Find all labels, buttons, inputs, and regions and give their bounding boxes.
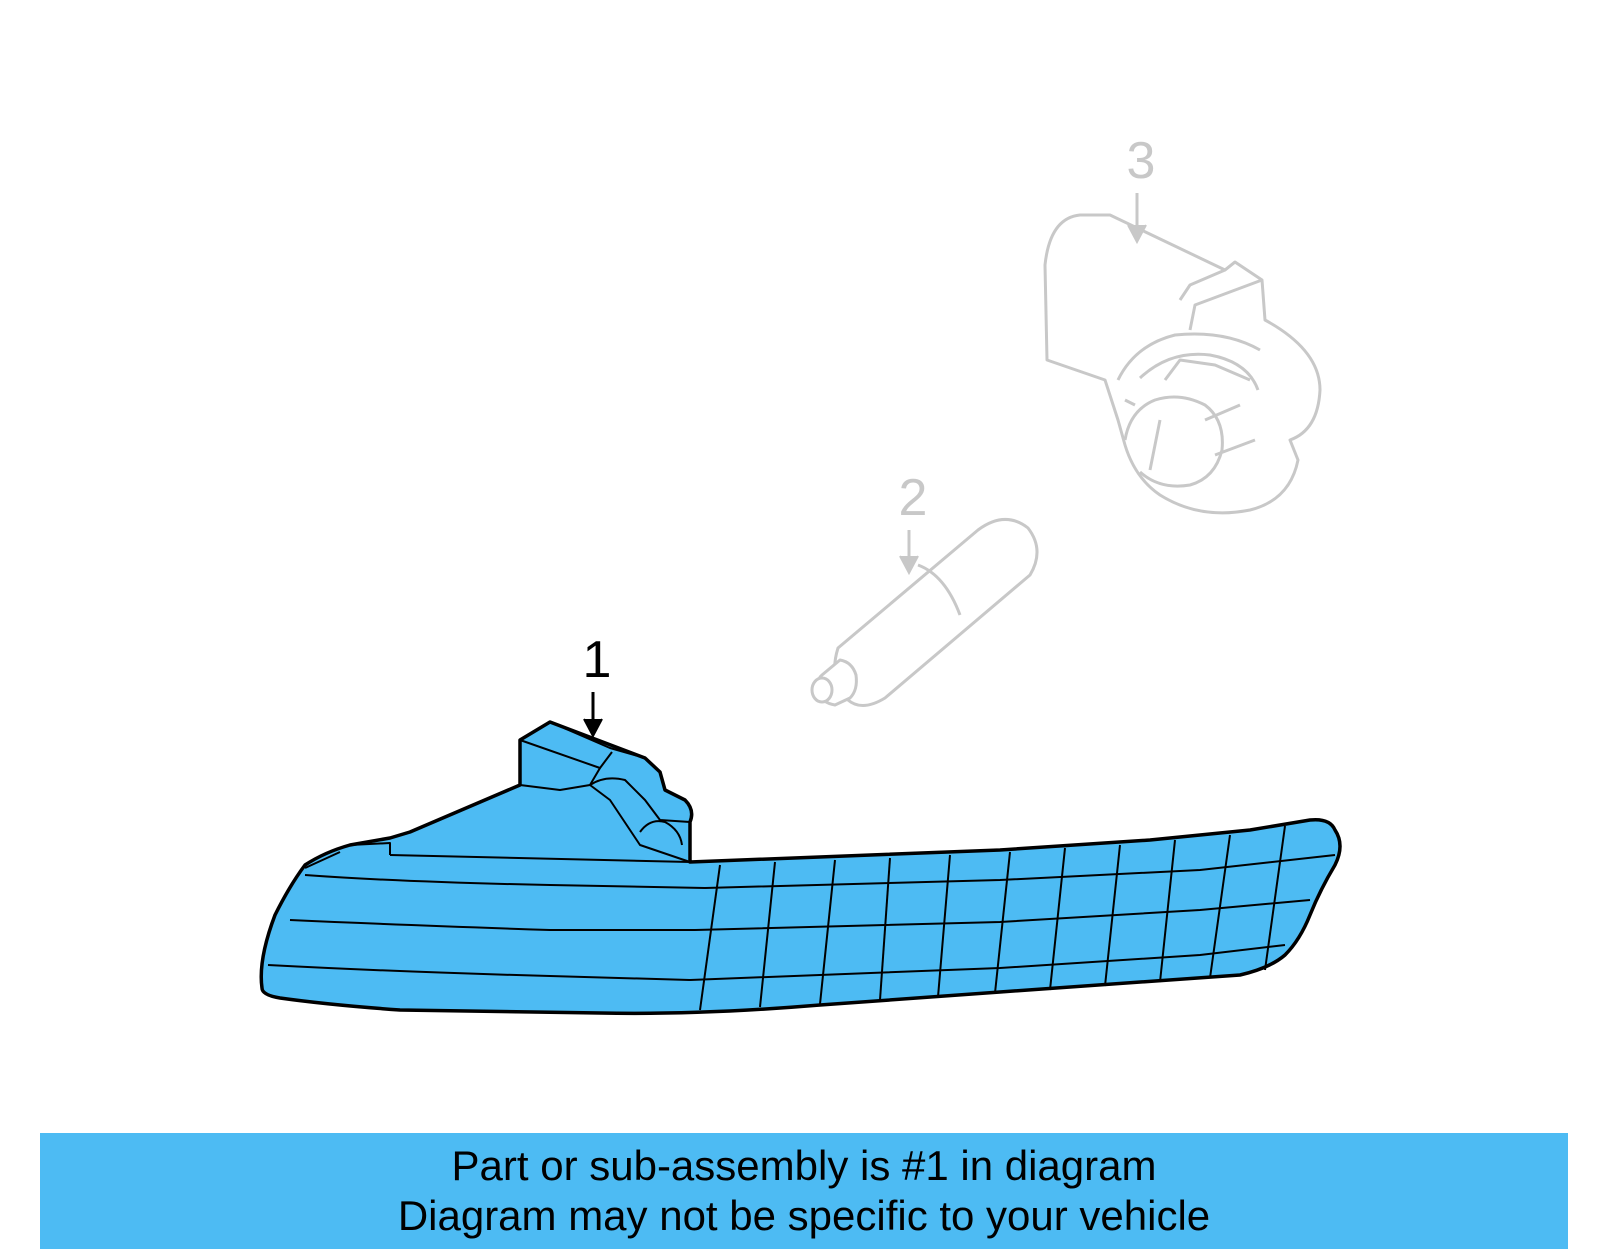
callout-3: 3 [1127,132,1156,245]
callout-1: 1 [583,631,612,739]
callout-3-arrowhead [1127,224,1147,245]
callout-3-number: 3 [1127,132,1156,190]
caption-line-2: Diagram may not be specific to your vehi… [397,1192,1211,1239]
callout-2-number: 2 [899,469,928,527]
callout-1-number: 1 [583,631,612,689]
part-2-bulb[interactable] [810,518,1039,707]
callout-1-arrowhead [583,718,603,739]
callout-2: 2 [899,469,928,576]
caption-line-1: Part or sub-assembly is #1 in diagram [451,1142,1157,1189]
part-1-lamp[interactable] [259,720,1342,1016]
callout-2-arrowhead [899,555,919,576]
part-3-socket[interactable] [1043,213,1322,515]
caption-banner: Part or sub-assembly is #1 in diagram Di… [40,1133,1568,1249]
